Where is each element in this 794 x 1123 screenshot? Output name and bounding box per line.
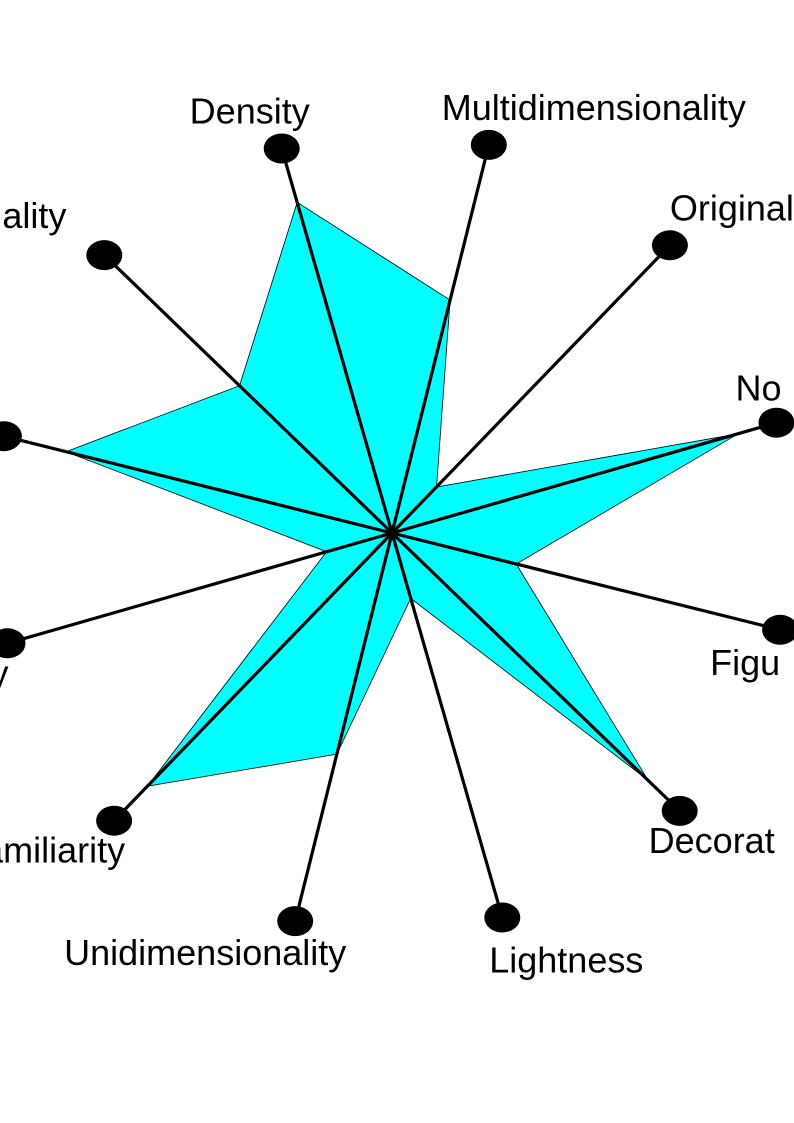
axis-end-marker-lightness	[484, 902, 521, 933]
label-layer: Density MultidimensionalityOriginalNoFigu…	[0, 87, 794, 981]
spoke-multidimensionality	[390, 143, 491, 535]
marker-layer	[0, 129, 794, 937]
axis-end-marker-unidimensionality	[277, 906, 314, 937]
axis-end-marker-density	[263, 133, 300, 164]
axis-label-familiarity: amiliarity	[0, 830, 125, 871]
axis-end-marker-decoration	[661, 795, 698, 826]
spoke-layer	[2, 143, 782, 923]
axis-label-unidimensionality: Unidimensionality	[64, 932, 346, 973]
axis-label-figuration: Figu	[710, 642, 780, 683]
spoke-originality	[390, 243, 672, 535]
spoke-decoration	[390, 531, 682, 813]
axis-label-lightness: Lightness	[489, 940, 643, 981]
axis-label-density: Density	[190, 91, 310, 132]
axis-end-marker-novelty	[758, 407, 794, 438]
axis-end-marker-originality	[651, 230, 688, 261]
axis-label-novelty: No	[735, 368, 781, 409]
spoke-unidimensionality	[293, 531, 394, 923]
axis-end-marker-multidimensionality	[470, 129, 507, 160]
axis-label-originality: Original	[670, 187, 794, 228]
spoke-lightness	[390, 531, 504, 920]
axis-label-decoration: Decorat	[649, 820, 775, 861]
spoke-redundancy	[5, 531, 394, 645]
axis-end-marker-redundancy	[0, 628, 26, 659]
axis-label-redundancy: ancy	[0, 652, 9, 693]
axis-end-marker-abstraction	[0, 421, 22, 452]
axis-end-marker-figuration	[762, 614, 794, 645]
spoke-novelty	[390, 421, 779, 535]
spoke-functionality	[102, 253, 394, 535]
spoke-figuration	[390, 531, 782, 632]
spoke-density	[280, 146, 394, 535]
axis-label-multidimensionality: Multidimensionality	[442, 87, 746, 128]
axis-label-functionality: onality	[0, 195, 66, 236]
axis-end-marker-functionality	[86, 240, 123, 271]
spoke-abstraction	[2, 434, 394, 535]
axis-end-marker-familiarity	[96, 805, 133, 836]
spoke-familiarity	[112, 531, 394, 823]
